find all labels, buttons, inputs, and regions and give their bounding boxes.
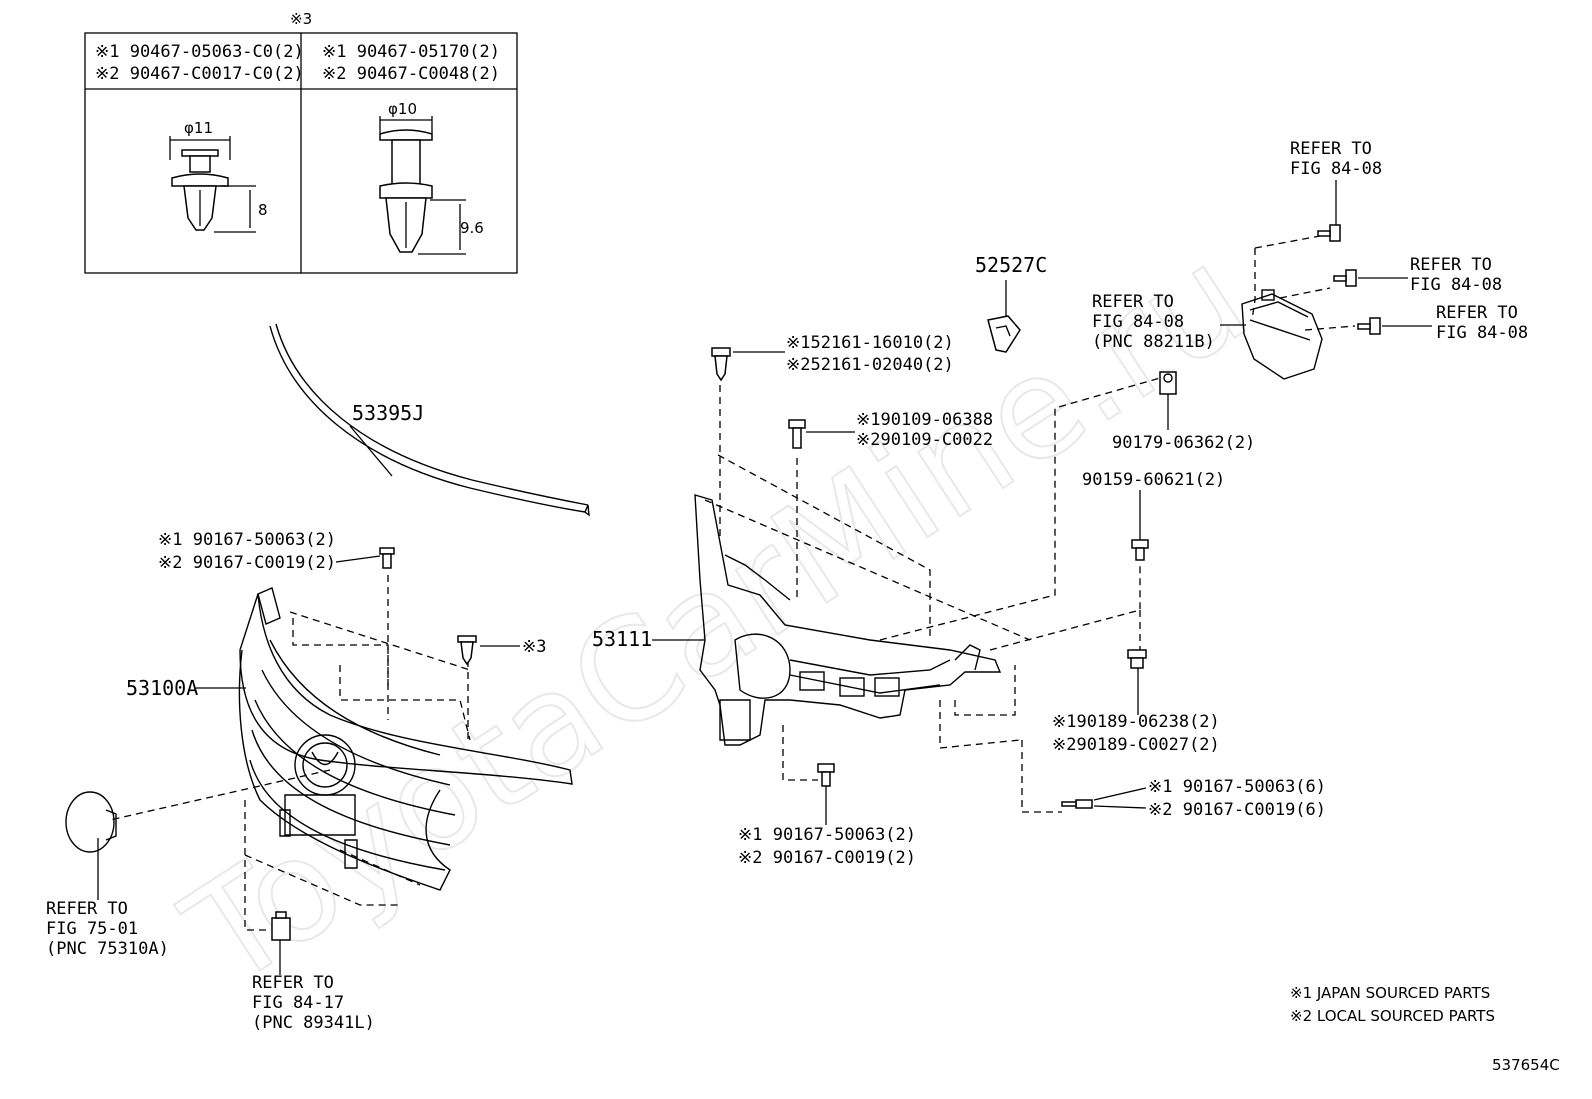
figure-code: 537654C bbox=[1492, 1056, 1560, 1074]
legend-line1: ※1 JAPAN SOURCED PARTS bbox=[1290, 984, 1490, 1002]
clip-right-drawing: φ10 9.6 bbox=[379, 100, 484, 255]
grille-clip: ※3 bbox=[457, 635, 546, 666]
legend-line2: ※2 LOCAL SOURCED PARTS bbox=[1290, 1007, 1495, 1025]
inset-header: ※3 bbox=[290, 10, 312, 28]
clip-inset: ※3 ※1 90467-05063-C0(2) ※2 90467-C0017-C… bbox=[84, 10, 518, 274]
retainer-clip-52161: ※152161-16010(2) ※252161-02040(2) bbox=[711, 333, 954, 382]
molding-53395j: 53395J bbox=[269, 323, 590, 517]
inset-right-line2: ※2 90467-C0048(2) bbox=[322, 64, 500, 84]
sensor-top-ref-line2: FIG 84-08 bbox=[1290, 159, 1382, 179]
camera-ref-line3: (PNC 89341L) bbox=[252, 1013, 375, 1033]
grille-dashed-guides bbox=[109, 575, 471, 931]
sensor-bolt-top: REFER TO FIG 84-08 bbox=[1290, 139, 1382, 242]
camera-ref-line2: FIG 84-17 bbox=[252, 993, 344, 1013]
grille-screw-code-2: ※2 90167-C0019(2) bbox=[158, 553, 336, 573]
clip-right-height: 9.6 bbox=[460, 219, 484, 237]
nut2-code-1: ※190189-06238(2) bbox=[1052, 712, 1220, 732]
inset-left-line1: ※1 90467-05063-C0(2) bbox=[95, 42, 304, 62]
lower-screw-code-2: ※2 90167-C0019(2) bbox=[738, 848, 916, 868]
nut2-code-2: ※290189-C0027(2) bbox=[1052, 735, 1220, 755]
sensor-ref-line3: (PNC 88211B) bbox=[1092, 332, 1215, 352]
inset-right-line1: ※1 90467-05170(2) bbox=[322, 42, 500, 62]
sensor-right2-ref-line1: REFER TO bbox=[1436, 303, 1518, 323]
legend: ※1 JAPAN SOURCED PARTS ※2 LOCAL SOURCED … bbox=[1290, 984, 1495, 1025]
retainer-bolt-code-2: ※290109-C0022 bbox=[856, 430, 993, 450]
lower-screw-code-1: ※1 90167-50063(2) bbox=[738, 825, 916, 845]
retainer-53111: 53111 bbox=[592, 494, 1002, 746]
retainer-bolt-code-1: ※190109-06388 bbox=[856, 410, 993, 430]
clip-left-drawing: φ11 8 bbox=[169, 119, 268, 233]
lower-screw: ※1 90167-50063(2) ※2 90167-C0019(2) bbox=[738, 763, 916, 868]
nut-code: 90179-06362(2) bbox=[1112, 433, 1255, 453]
emblem-ref-line1: REFER TO bbox=[46, 899, 128, 919]
emblem: REFER TO FIG 75-01 (PNC 75310A) bbox=[46, 791, 169, 959]
bolt-code: 90159-60621(2) bbox=[1082, 470, 1225, 490]
label-52527c: 52527C bbox=[975, 253, 1047, 277]
side-screw-code-1: ※1 90167-50063(6) bbox=[1148, 777, 1326, 797]
emblem-ref-line3: (PNC 75310A) bbox=[46, 939, 169, 959]
bracket-52527c: 52527C bbox=[975, 253, 1047, 353]
inset-left-line2: ※2 90467-C0017-C0(2) bbox=[95, 64, 304, 84]
nut-90189: ※190189-06238(2) ※290189-C0027(2) bbox=[1052, 649, 1220, 755]
label-53111: 53111 bbox=[592, 627, 652, 651]
bolt-90159: 90159-60621(2) bbox=[1082, 470, 1225, 561]
sensor-right2-ref-line2: FIG 84-08 bbox=[1436, 323, 1528, 343]
grille-53100a: 53100A bbox=[126, 587, 573, 891]
retainer-bolt-90109: ※190109-06388 ※290109-C0022 bbox=[788, 410, 993, 450]
retainer-clip-code-1: ※152161-16010(2) bbox=[786, 333, 954, 353]
grille-screw: ※1 90167-50063(2) ※2 90167-C0019(2) bbox=[158, 530, 395, 573]
sensor-ref-line1: REFER TO bbox=[1092, 292, 1174, 312]
label-53395j: 53395J bbox=[352, 401, 424, 425]
side-screw: ※1 90167-50063(6) ※2 90167-C0019(6) bbox=[1061, 777, 1326, 820]
clip-left-height: 8 bbox=[258, 201, 268, 219]
camera: REFER TO FIG 84-17 (PNC 89341L) bbox=[252, 911, 375, 1033]
grille-clip-ref: ※3 bbox=[522, 637, 546, 657]
grille-screw-code-1: ※1 90167-50063(2) bbox=[158, 530, 336, 550]
nut-90179: 90179-06362(2) bbox=[1112, 371, 1255, 453]
sensor-bolt-right2: REFER TO FIG 84-08 bbox=[1357, 303, 1528, 343]
sensor-right1-ref-line1: REFER TO bbox=[1410, 255, 1492, 275]
retainer-clip-code-2: ※252161-02040(2) bbox=[786, 355, 954, 375]
retainer-dashed-guides bbox=[704, 235, 1356, 813]
sensor-top-ref-line1: REFER TO bbox=[1290, 139, 1372, 159]
clip-right-diameter: φ10 bbox=[388, 100, 417, 118]
side-screw-code-2: ※2 90167-C0019(6) bbox=[1148, 800, 1326, 820]
camera-ref-line1: REFER TO bbox=[252, 973, 334, 993]
emblem-ref-line2: FIG 75-01 bbox=[46, 919, 138, 939]
label-53100a: 53100A bbox=[126, 676, 198, 700]
sensor-bolt-right1: REFER TO FIG 84-08 bbox=[1333, 255, 1502, 295]
sensor-ref-line2: FIG 84-08 bbox=[1092, 312, 1184, 332]
radar-sensor: REFER TO FIG 84-08 (PNC 88211B) bbox=[1092, 289, 1323, 380]
sensor-right1-ref-line2: FIG 84-08 bbox=[1410, 275, 1502, 295]
clip-left-diameter: φ11 bbox=[184, 119, 213, 137]
